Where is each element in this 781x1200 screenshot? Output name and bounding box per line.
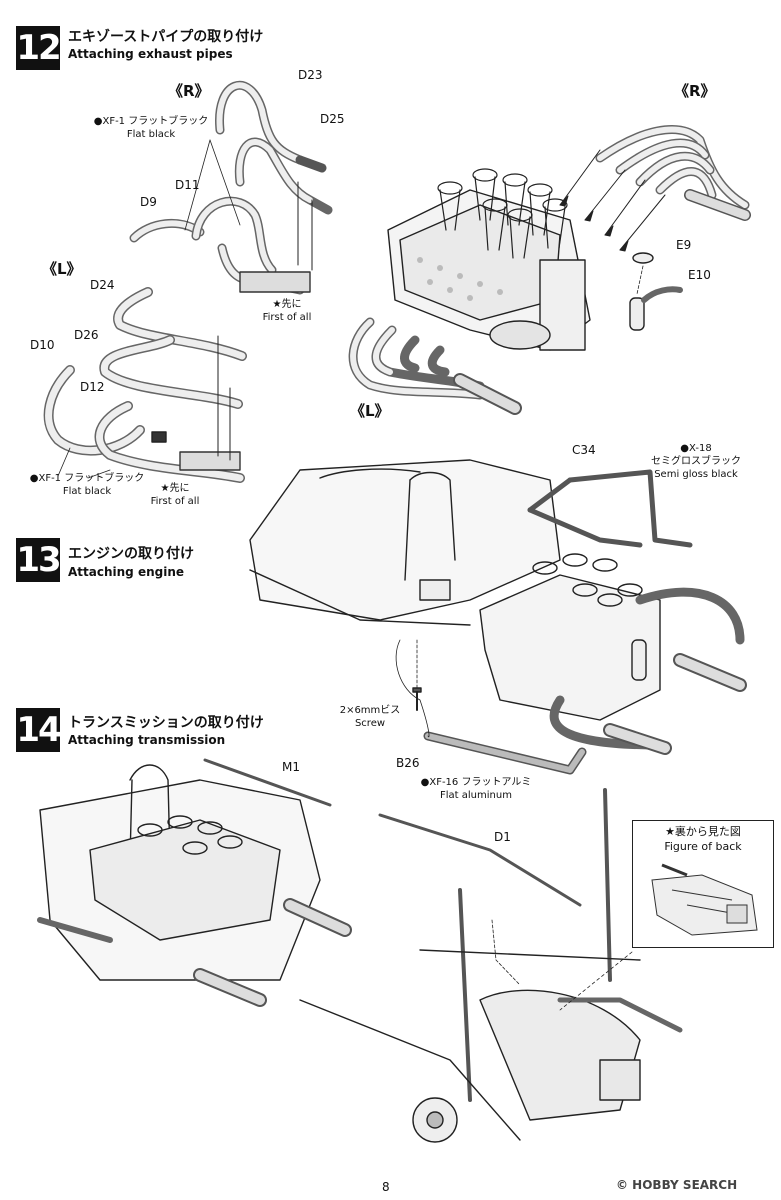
step-14-title-en: Attaching transmission bbox=[68, 733, 226, 747]
first-note-l-en: First of all bbox=[150, 496, 200, 507]
part-label-e10: E10 bbox=[688, 268, 711, 282]
part-label-d24: D24 bbox=[90, 278, 115, 292]
part-label-d10: D10 bbox=[30, 338, 55, 352]
part-label-b26: B26 bbox=[396, 756, 420, 770]
step-12-title-jp: エキゾーストパイプの取り付け bbox=[68, 29, 264, 45]
step-12-number: 12 bbox=[16, 26, 62, 70]
part-label-d1: D1 bbox=[494, 830, 511, 844]
car-assembly-step14 bbox=[37, 764, 352, 1007]
page-number: 8 bbox=[382, 1180, 390, 1194]
step-13-title-jp: エンジンの取り付け bbox=[68, 546, 194, 562]
part-label-d9: D9 bbox=[140, 195, 157, 209]
bracket-l-right: 《L》 bbox=[350, 402, 390, 420]
engine-illustration-step13 bbox=[479, 553, 747, 755]
paint-note-c34-jp: セミグロスブラック bbox=[651, 456, 741, 467]
rear-frame-c34 bbox=[527, 469, 693, 548]
part-e9 bbox=[632, 252, 654, 264]
part-label-d23: D23 bbox=[298, 68, 323, 82]
paint-note-b26: ●XF-16 フラットアルミ Flat aluminum bbox=[420, 776, 532, 802]
step-13-number: 13 bbox=[16, 538, 62, 582]
first-note-l: ★先に First of all bbox=[140, 482, 210, 508]
exhaust-pipes-right-l bbox=[348, 317, 522, 415]
bracket-r-right: 《R》 bbox=[674, 82, 716, 100]
part-b26 bbox=[423, 731, 587, 775]
back-view-caption-en: Figure of back bbox=[664, 840, 742, 853]
back-view-caption-jp: ★裏から見た図 bbox=[665, 825, 741, 838]
back-view-caption: ★裏から見た図 Figure of back bbox=[632, 824, 774, 854]
engine-illustration-step12 bbox=[387, 168, 591, 351]
paint-note-c34-code: ●X-18 bbox=[680, 443, 712, 454]
chassis-step13 bbox=[249, 459, 561, 626]
paint-note-r: ●XF-1 フラットブラック Flat black bbox=[86, 115, 216, 141]
exhaust-pipe-d12 bbox=[94, 401, 245, 483]
part-e10 bbox=[629, 286, 683, 331]
step-12-title-en: Attaching exhaust pipes bbox=[68, 47, 233, 61]
bracket-r-left: 《R》 bbox=[168, 82, 210, 100]
back-view-drawing bbox=[632, 820, 774, 948]
bracket-l-left: 《L》 bbox=[42, 260, 82, 278]
exhaust-pipe-d9 bbox=[129, 218, 205, 243]
paint-note-l-jp: ●XF-1 フラットブラック bbox=[29, 473, 145, 484]
exhaust-pipe-d24 bbox=[113, 287, 247, 361]
rod-d1 bbox=[378, 813, 582, 907]
part-label-m1: M1 bbox=[282, 760, 300, 774]
part-label-d25: D25 bbox=[320, 112, 345, 126]
first-note-r: ★先に First of all bbox=[252, 298, 322, 324]
exhaust-pipe-d26 bbox=[99, 335, 243, 409]
paint-note-r-en: Flat black bbox=[126, 129, 176, 140]
paint-note-b26-en: Flat aluminum bbox=[440, 790, 512, 801]
part-label-c34: C34 bbox=[572, 443, 596, 457]
paint-note-r-jp: ●XF-1 フラットブラック bbox=[93, 116, 209, 127]
paint-note-l-en: Flat black bbox=[62, 486, 112, 497]
first-note-r-jp: ★先に bbox=[272, 299, 302, 310]
screw-note-jp: 2×6mmビス bbox=[339, 705, 401, 716]
part-label-e9: E9 bbox=[676, 238, 692, 252]
paint-note-b26-jp: ●XF-16 フラットアルミ bbox=[420, 777, 532, 788]
step-14-number: 14 bbox=[16, 708, 62, 752]
paint-note-c34-en: Semi gloss black bbox=[654, 469, 738, 480]
screw-note-en: Screw bbox=[354, 718, 386, 729]
part-label-d11: D11 bbox=[175, 178, 200, 192]
screw-note: 2×6mmビス Screw bbox=[330, 704, 410, 730]
rear-suspension-step14 bbox=[299, 788, 683, 1143]
exhaust-pipes-right-r bbox=[595, 125, 751, 221]
roll-bar-m1 bbox=[203, 758, 332, 807]
first-note-r-en: First of all bbox=[262, 312, 312, 323]
first-note-l-jp: ★先に bbox=[160, 483, 190, 494]
screw-2x6mm bbox=[412, 687, 422, 711]
step-14-title-jp: トランスミッションの取り付け bbox=[68, 715, 264, 731]
part-label-d12: D12 bbox=[80, 380, 105, 394]
back-view-inset: ★裏から見た図 Figure of back bbox=[632, 820, 774, 948]
paint-note-l: ●XF-1 フラットブラック Flat black bbox=[22, 472, 152, 498]
exhaust-pipe-d23 bbox=[215, 80, 327, 173]
watermark: © HOBBY SEARCH bbox=[616, 1178, 738, 1192]
exhaust-pipe-d11 bbox=[191, 196, 311, 295]
part-label-d26: D26 bbox=[74, 328, 99, 342]
step-13-title-en: Attaching engine bbox=[68, 565, 185, 579]
paint-note-c34: ●X-18 セミグロスブラック Semi gloss black bbox=[650, 442, 742, 481]
exhaust-pipe-d10 bbox=[43, 365, 145, 456]
